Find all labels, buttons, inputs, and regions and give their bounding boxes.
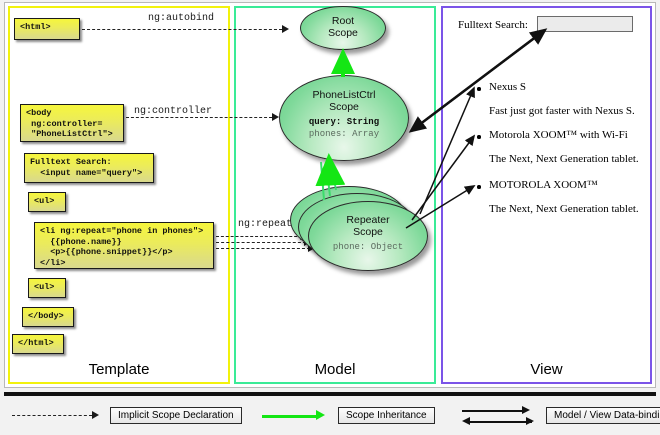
legend-label-implicit-scope-declaration[interactable]: Implicit Scope Declaration [110, 407, 242, 424]
legend-databinding-line-top [462, 410, 524, 412]
code-box-body-close[interactable]: </body> [22, 307, 74, 327]
edge-label-controller: ng:controller [134, 106, 213, 117]
edge-controller-arrowhead [272, 113, 279, 121]
legend-label-model-view-data-binding[interactable]: Model / View Data-binding [546, 407, 660, 424]
view-item-snippet-0: Fast just got faster with Nexus S. [489, 105, 635, 117]
scope-prop-phones: phones: Array [308, 128, 380, 139]
view-bullet-0 [477, 87, 481, 91]
edge-autobind-line [82, 29, 282, 30]
scope-phonelistctrl-props: query: String phones: Array [280, 117, 408, 140]
scope-phonelistctrl[interactable]: PhoneListCtrl Scope query: String phones… [279, 75, 409, 161]
panel-title-template: Template [88, 361, 150, 378]
view-bullet-1 [477, 135, 481, 139]
code-box-fulltext-search[interactable]: Fulltext Search: <input name="query"> [24, 153, 154, 183]
edge-controller-line [126, 117, 272, 118]
legend-divider [4, 392, 656, 396]
scope-root[interactable]: Root Scope [300, 6, 386, 50]
legend-label-scope-inheritance[interactable]: Scope Inheritance [338, 407, 435, 424]
legend-dashed-line [12, 415, 92, 416]
edge-label-autobind: ng:autobind [148, 13, 215, 24]
view-search-label: Fulltext Search: [458, 19, 528, 31]
scope-repeater-label: Repeater Scope [346, 214, 390, 239]
view-bullet-2 [477, 185, 481, 189]
panel-title-model: Model [314, 361, 356, 378]
scope-repeater[interactable]: Repeater Scope phone: Object [308, 201, 428, 271]
legend-databinding-arrowhead-right-2 [526, 417, 534, 425]
scope-prop-phone: phone: Object [332, 242, 404, 253]
panel-title-view: View [530, 361, 563, 378]
edge-repeat-line-1 [216, 236, 302, 237]
edge-repeat-line-3 [216, 248, 310, 249]
legend-databinding-line-bottom [470, 421, 532, 423]
panel-view: View [441, 6, 652, 384]
edge-label-repeat: ng:repeat [238, 219, 293, 230]
legend-green-arrowhead [316, 410, 325, 420]
legend-databinding-arrowhead-left [462, 417, 470, 425]
code-box-html-open[interactable]: <html> [14, 18, 80, 40]
scope-prop-query: query: String [308, 117, 380, 128]
view-search-input[interactable] [537, 16, 633, 32]
code-box-ul-open[interactable]: <ul> [28, 192, 66, 212]
scope-repeater-props: phone: Object [309, 242, 427, 254]
legend-dashed-arrowhead [92, 411, 99, 419]
code-box-ul-close[interactable]: <ul> [28, 278, 66, 298]
legend-databinding-arrowhead-right [522, 406, 530, 414]
view-item-name-0: Nexus S [489, 81, 526, 93]
view-item-name-1: Motorola XOOM™ with Wi-Fi [489, 129, 628, 141]
code-box-li-repeat[interactable]: <li ng:repeat="phone in phones"> {{phone… [34, 222, 214, 269]
view-item-name-2: MOTOROLA XOOM™ [489, 179, 598, 191]
code-box-html-close[interactable]: </html> [12, 334, 64, 354]
view-item-snippet-2: The Next, Next Generation tablet. [489, 203, 639, 215]
edge-repeat-line-2 [216, 242, 306, 243]
legend-green-line [262, 415, 318, 418]
scope-root-label: Root Scope [328, 15, 358, 40]
scope-phonelistctrl-label: PhoneListCtrl Scope [312, 89, 376, 114]
legend: Implicit Scope Declaration Scope Inherit… [0, 400, 660, 435]
edge-autobind-arrowhead [282, 25, 289, 33]
code-box-body-open[interactable]: <body ng:controller= "PhoneListCtrl"> [20, 104, 124, 142]
view-item-snippet-1: The Next, Next Generation tablet. [489, 153, 639, 165]
